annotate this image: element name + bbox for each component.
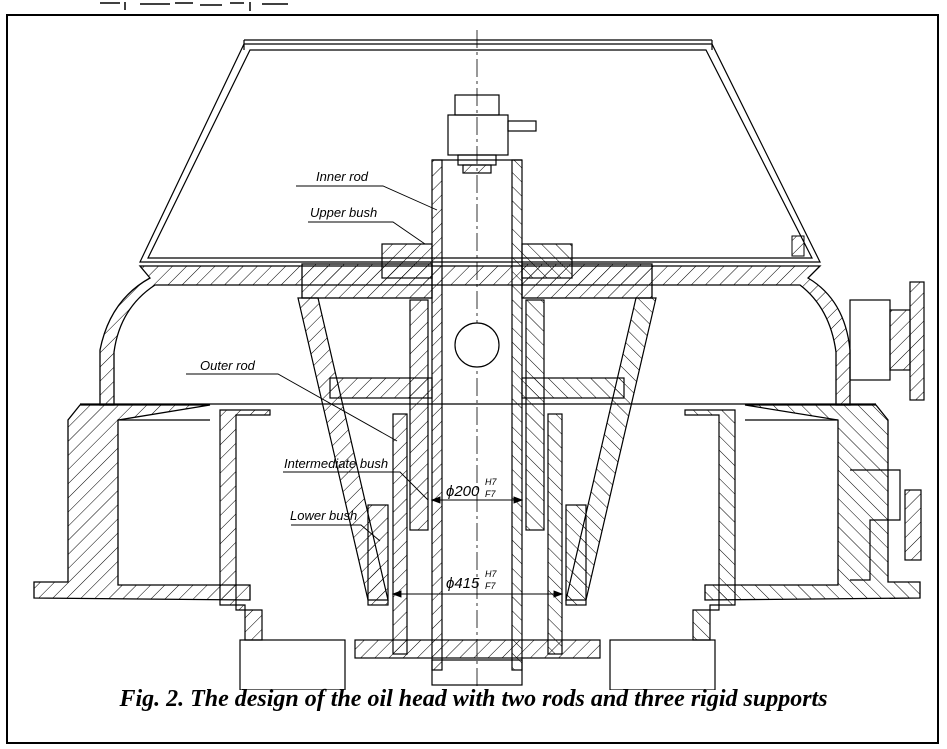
dimension-d200: ϕ200	[446, 483, 480, 500]
top-valve	[447, 94, 537, 174]
oil-head-drawing: Inner rod Upper bush Outer rod Intermedi…	[33, 30, 925, 690]
cropped-text-fragment	[100, 2, 288, 11]
inner-cones	[297, 297, 657, 601]
leader-lines	[186, 185, 438, 542]
side-flange	[849, 281, 925, 581]
label-inner-rod: Inner rod	[316, 169, 369, 184]
cover-fitting	[791, 235, 805, 257]
dimension-d200-upper: H7	[485, 477, 497, 487]
conical-cover	[139, 39, 821, 263]
lower-housing	[33, 403, 921, 601]
dimension-lines	[391, 496, 564, 598]
cropped-text-strip	[0, 0, 947, 12]
label-intermediate-bush: Intermediate bush	[284, 456, 388, 471]
label-upper-bush: Upper bush	[310, 205, 377, 220]
dimension-d415: ϕ415	[446, 575, 480, 592]
label-outer-rod: Outer rod	[200, 358, 256, 373]
dimension-d200-lower: F7	[485, 489, 496, 499]
inner-rod	[431, 159, 523, 671]
bottom-assembly	[239, 639, 716, 690]
figure-frame	[6, 14, 939, 744]
upper-housing	[99, 263, 851, 406]
figure-caption: Fig. 2. The design of the oil head with …	[119, 686, 828, 712]
bushes	[367, 243, 587, 606]
dimension-d415-upper: H7	[485, 569, 497, 579]
dimension-d415-lower: F7	[485, 581, 496, 591]
label-lower-bush: Lower bush	[290, 508, 357, 523]
cups	[219, 409, 736, 641]
